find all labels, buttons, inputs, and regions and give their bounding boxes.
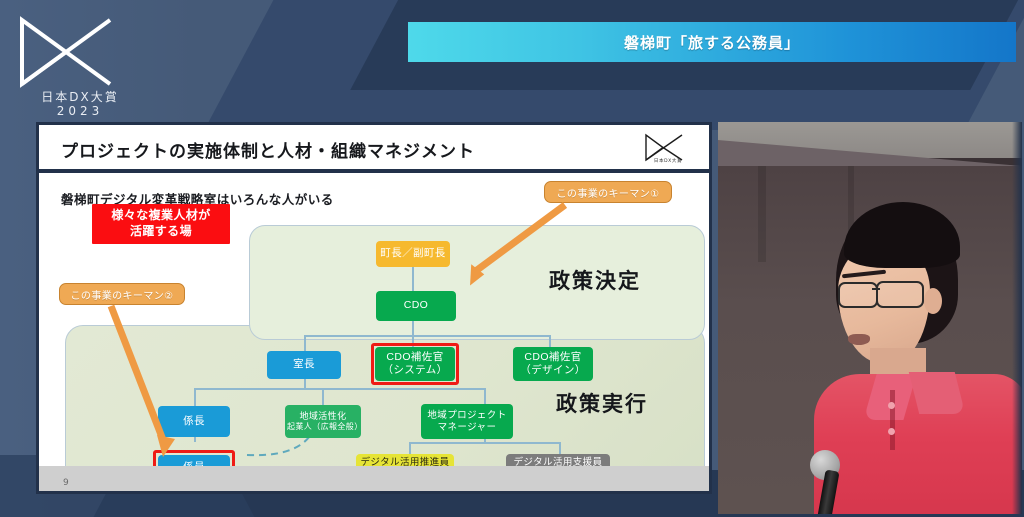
- org-node-sublabel: マネージャー: [437, 421, 497, 433]
- org-node-regional-revitalization[interactable]: 地域活性化 起業人（広報全般）: [285, 405, 363, 438]
- org-node-shitsucho[interactable]: 室長: [267, 351, 341, 379]
- region-label-policy-execution: 政策実行: [556, 393, 648, 416]
- org-node-cdo[interactable]: CDO: [376, 291, 456, 321]
- speaker-mouth: [848, 334, 870, 345]
- org-node-label: 町長／副町長: [380, 247, 446, 260]
- banner-title-text: 磐梯町「旅する公務員」: [623, 34, 800, 52]
- shirt-placket: [890, 390, 895, 450]
- org-node-label: 係長: [183, 414, 205, 427]
- connector-line: [549, 335, 551, 351]
- connector-line: [484, 388, 486, 406]
- connector-line: [304, 335, 549, 337]
- callout-keyman-2: この事業のキーマン②: [59, 283, 185, 305]
- slide-panel: プロジェクトの実施体制と人材・組織マネジメント 日本DX大賞 磐梯町デジタル変革…: [36, 122, 712, 494]
- slide-title: プロジェクトの実施体制と人材・組織マネジメント: [61, 142, 475, 161]
- glasses-bridge: [872, 288, 880, 290]
- slide-subtitle: 磐梯町デジタル変革戦略室はいろんな人がいる: [61, 193, 334, 207]
- org-node-sublabel: 起業人（広報全般）: [287, 422, 363, 432]
- callout-arrow-keyman-2: [107, 304, 175, 457]
- org-node-label: CDO補佐官: [386, 350, 444, 363]
- slide-footer-bar: [39, 466, 709, 491]
- shirt-button: [888, 402, 895, 409]
- slide-page-number: 9: [63, 478, 69, 488]
- callout-arrow-keyman-1: [470, 202, 568, 286]
- callout-label-line2: 活躍する場: [129, 224, 192, 238]
- wall-streak: [848, 166, 854, 236]
- wall-streak: [758, 166, 766, 262]
- video-right-edge-shadow: [1012, 122, 1022, 514]
- speaker-hair-front: [844, 202, 960, 268]
- logo-year: 2023: [56, 104, 104, 118]
- connector-line: [322, 388, 324, 406]
- slide-header: プロジェクトの実施体制と人材・組織マネジメント 日本DX大賞: [39, 125, 709, 173]
- highlight-box-cdo-assistant-system: [371, 343, 459, 385]
- connector-line: [194, 388, 484, 390]
- org-node-cdo-assistant-system[interactable]: CDO補佐官 （システム）: [375, 347, 455, 381]
- callout-keyman-1: この事業のキーマン①: [544, 181, 672, 203]
- glasses-right-lens-icon: [876, 281, 924, 308]
- org-node-kakaricho[interactable]: 係長: [158, 406, 230, 437]
- speaker-video-panel: [718, 122, 1022, 514]
- shirt-button: [888, 428, 895, 435]
- connector-line: [409, 442, 559, 444]
- org-node-mayor[interactable]: 町長／副町長: [376, 241, 450, 267]
- slide-logo-caption: 日本DX大賞: [653, 159, 683, 164]
- org-node-label: デジタル活用支援員: [513, 457, 603, 469]
- connector-line: [412, 267, 414, 291]
- connector-line: [409, 442, 411, 454]
- slide-body: 磐梯町デジタル変革戦略室はいろんな人がいる 政策決定 政策実行: [39, 173, 709, 491]
- org-node-sublabel: （デザイン）: [520, 364, 586, 376]
- org-node-label: CDO補佐官: [524, 350, 582, 363]
- org-node-sublabel: （システム）: [382, 364, 448, 376]
- org-node-label: CDO: [403, 299, 429, 312]
- logo-caption: 日本DX大賞: [41, 90, 119, 104]
- slide-dx-logo-icon: [645, 133, 683, 162]
- dx-monogram-icon: [20, 16, 112, 88]
- connector-line: [194, 388, 196, 406]
- org-node-label: 地域活性化: [299, 410, 347, 421]
- callout-multi-career-talent: 様々な複業人材が 活躍する場: [92, 204, 230, 244]
- callout-label: この事業のキーマン②: [70, 290, 174, 302]
- glasses-left-lens-icon: [838, 282, 878, 308]
- org-node-cdo-assistant-design[interactable]: CDO補佐官 （デザイン）: [513, 347, 593, 381]
- speaker-ear: [924, 288, 942, 314]
- connector-line: [412, 321, 414, 335]
- ceiling-edge: [718, 140, 1022, 166]
- region-label-policy-decision: 政策決定: [549, 270, 641, 293]
- org-node-label: 室長: [293, 358, 315, 371]
- presentation-title-banner: 磐梯町「旅する公務員」: [408, 22, 1016, 62]
- connector-line: [559, 442, 561, 454]
- connector-line: [304, 371, 306, 389]
- callout-label-line1: 様々な複業人材が: [111, 208, 211, 223]
- region-policy-decision: [249, 225, 705, 340]
- org-node-label: 地域プロジェクト: [427, 409, 507, 421]
- dx-award-logo: 日本DX大賞 2023: [10, 14, 150, 118]
- org-node-label: デジタル活用推進員: [360, 457, 450, 469]
- callout-label: この事業のキーマン①: [556, 188, 660, 200]
- connector-line: [304, 335, 306, 351]
- org-node-regional-project-manager[interactable]: 地域プロジェクト マネージャー: [421, 404, 513, 439]
